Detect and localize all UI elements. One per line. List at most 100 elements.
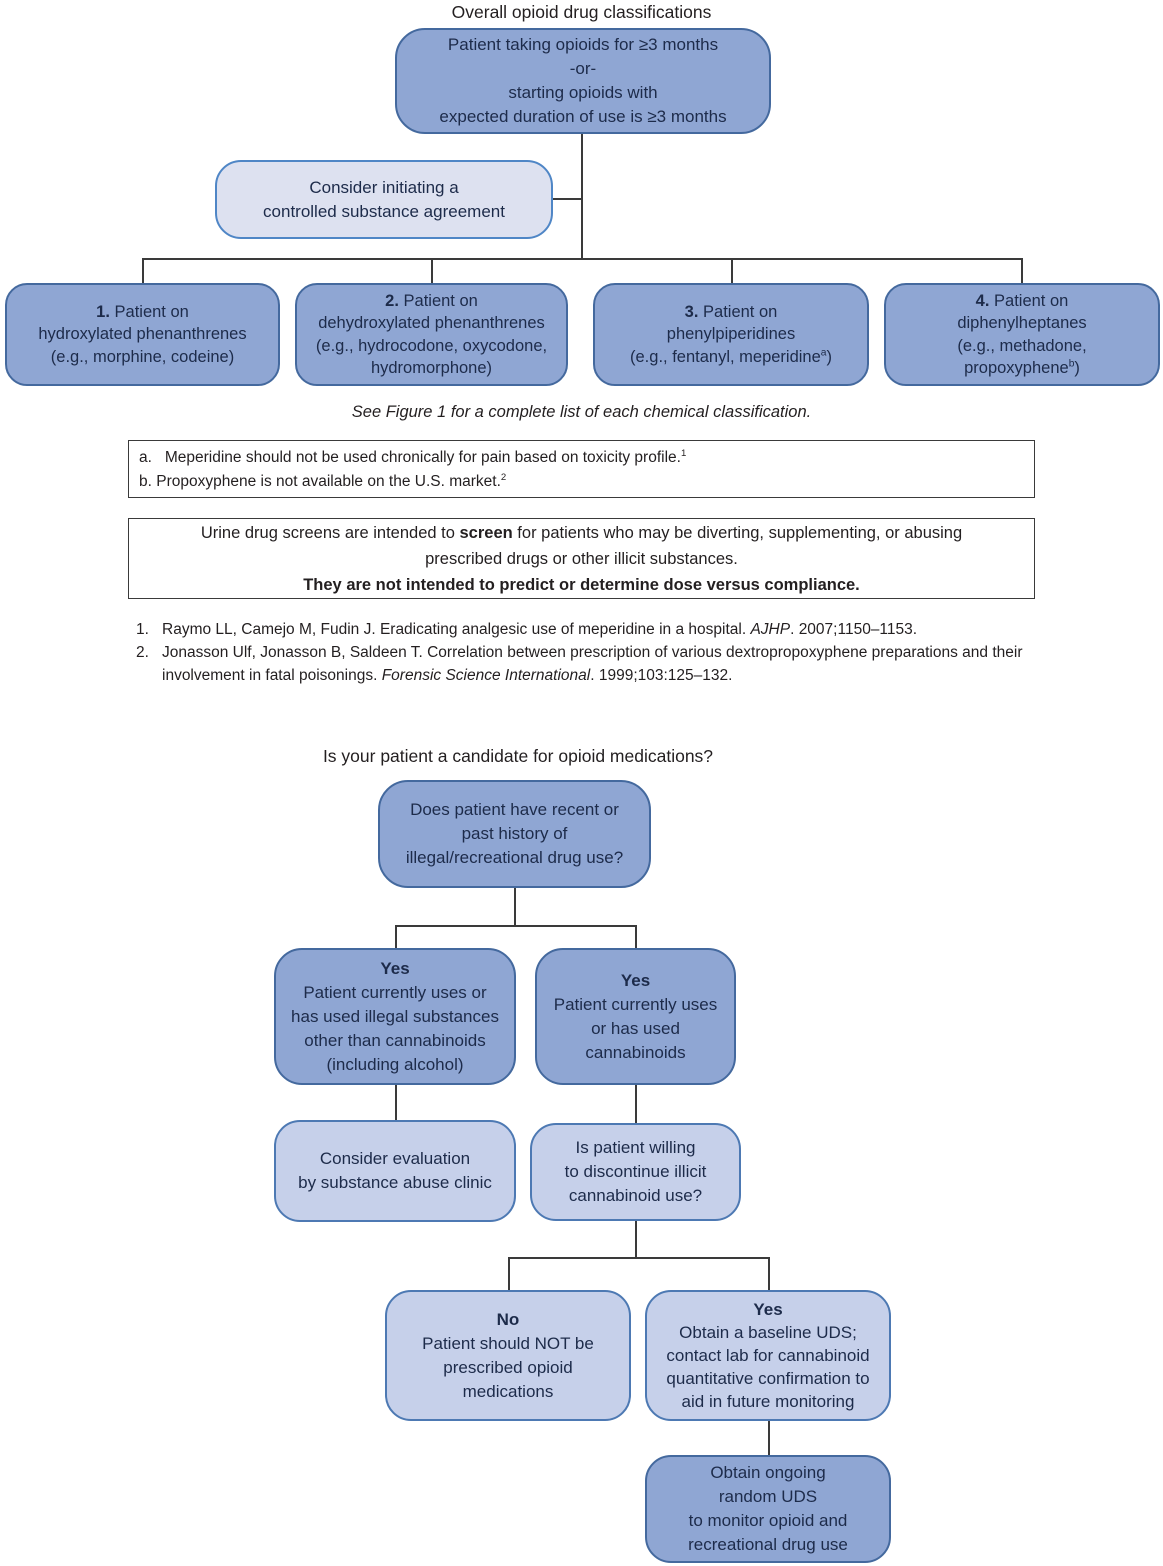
baseline-uds-box: Yes Obtain a baseline UDS; contact lab f…: [645, 1290, 891, 1421]
connector-drop-3: [731, 258, 733, 284]
substance-abuse-eval-line: Consider evaluation: [319, 1149, 471, 1168]
reference-text: Raymo LL, Camejo M, Fudin J. Eradicating…: [162, 618, 1056, 641]
reference-pages: . 2007;1150–1153.: [790, 621, 918, 638]
class-number: 4.: [975, 291, 990, 310]
history-question-line: illegal/recreational drug use?: [405, 848, 624, 867]
footnote-b: b. Propoxyphene is not available on the …: [139, 470, 1024, 494]
reference-text: Jonasson Ulf, Jonasson B, Saldeen T. Cor…: [162, 641, 1056, 687]
yes-cannabinoid-line: or has used: [591, 1018, 680, 1038]
substance-abuse-eval-line: by substance abuse clinic: [298, 1173, 492, 1192]
footnote-a-ref: 1: [680, 447, 687, 459]
class-text: ): [1074, 359, 1080, 377]
csa-box-line: Consider initiating a: [309, 177, 459, 197]
connector-csa: [553, 198, 582, 200]
uds-note-bold: screen: [459, 523, 513, 542]
class-number: 1.: [96, 302, 110, 321]
connector-eval-drop: [395, 1085, 397, 1120]
class-box-line: 3. Patient on: [685, 301, 778, 324]
class-text: Patient on: [698, 302, 778, 321]
footnote-marker: b: [1068, 358, 1075, 370]
class-box-line: propoxypheneb): [964, 357, 1080, 380]
baseline-uds-line: quantitative confirmation to: [666, 1369, 870, 1388]
ongoing-uds-line: random UDS: [718, 1487, 818, 1506]
uds-note-text: for patients who may be diverting, suppl…: [512, 523, 963, 542]
ongoing-uds-line: to monitor opioid and: [688, 1511, 848, 1530]
class-box-line: diphenylheptanes: [957, 314, 1087, 332]
footnote-marker: a: [820, 347, 827, 359]
baseline-uds-line: Obtain a baseline UDS;: [679, 1323, 857, 1342]
class-box-1: 1. Patient on hydroxylated phenanthrenes…: [5, 283, 280, 386]
class-box-line: phenylpiperidines: [666, 325, 796, 344]
root-box-line: starting opioids with: [508, 83, 658, 102]
reference-number: 2.: [136, 644, 149, 661]
willing-question-box: Is patient willing to discontinue illici…: [530, 1123, 741, 1221]
class-box-line: 2. Patient on: [385, 290, 478, 313]
class-box-2: 2. Patient on dehydroxylated phenanthren…: [295, 283, 568, 386]
yes-illegal-line: has used illegal substances: [291, 1006, 499, 1026]
connector-willing-down: [635, 1221, 637, 1257]
uds-note-line-3: They are not intended to predict or dete…: [303, 575, 860, 594]
connector-root-down: [581, 134, 583, 259]
class-text: ): [826, 347, 832, 366]
yes-cannabinoid-line: Patient currently uses: [553, 994, 718, 1014]
yes-cannabinoid-line: cannabinoids: [585, 1042, 686, 1062]
connector-branch-bar: [142, 258, 1023, 260]
root-box-line: expected duration of use is ≥3 months: [439, 107, 727, 126]
class-box-line: (e.g., hydrocodone, oxycodone,: [315, 336, 548, 355]
root-box-line: Patient taking opioids for ≥3 months: [447, 35, 719, 54]
see-figure-note: See Figure 1 for a complete list of each…: [351, 403, 812, 421]
yes-illegal-line: other than cannabinoids: [304, 1030, 486, 1050]
connector-drop-1: [142, 258, 144, 284]
history-question-line: Does patient have recent or: [410, 800, 619, 819]
yes-cannabinoid-box: Yes Patient currently uses or has used c…: [535, 948, 736, 1085]
no-opioids-box: No Patient should NOT be prescribed opio…: [385, 1290, 631, 1421]
footnote-a: a. Meperidine should not be used chronic…: [139, 446, 1024, 470]
class-text: Patient on: [989, 291, 1069, 310]
footnote-box: a. Meperidine should not be used chronic…: [128, 440, 1035, 498]
ongoing-uds-box: Obtain ongoing random UDS to monitor opi…: [645, 1455, 891, 1563]
connector-drop-2: [431, 258, 433, 284]
class-box-line: (e.g., fentanyl, meperidinea): [630, 346, 832, 369]
connector-yes-left-drop: [395, 925, 397, 948]
yes-illegal-line: Patient currently uses or: [303, 982, 487, 1002]
root-box: Patient taking opioids for ≥3 months -or…: [395, 28, 771, 134]
yes-cannabinoid-head: Yes: [620, 970, 651, 990]
journal-name: AJHP: [750, 621, 791, 638]
willing-question-line: to discontinue illicit: [564, 1162, 707, 1181]
connector-willing-drop: [635, 1085, 637, 1123]
connector-noyes-bar: [508, 1257, 769, 1259]
class-box-line: 1. Patient on: [96, 301, 189, 324]
connector-yes-right-drop: [635, 925, 637, 948]
connector-no-drop: [508, 1257, 510, 1290]
csa-box-line: controlled substance agreement: [263, 201, 505, 221]
history-question-line: past history of: [461, 824, 568, 843]
willing-question-line: Is patient willing: [575, 1138, 696, 1157]
chart2-title: Is your patient a candidate for opioid m…: [322, 746, 714, 766]
class-number: 2.: [385, 291, 399, 310]
connector-yes-bar: [395, 925, 636, 927]
no-opioids-line: Patient should NOT be: [422, 1333, 594, 1353]
substance-abuse-eval-box: Consider evaluation by substance abuse c…: [274, 1120, 516, 1222]
class-box-line: dehydroxylated phenanthrenes: [318, 314, 545, 332]
no-opioids-line: medications: [462, 1381, 554, 1401]
uds-note-text: Urine drug screens are intended to: [200, 523, 460, 542]
reference-1: 1. Raymo LL, Camejo M, Fudin J. Eradicat…: [136, 618, 1056, 641]
ongoing-uds-line: recreational drug use: [688, 1535, 848, 1554]
class-box-line: 4. Patient on: [976, 290, 1069, 313]
class-box-line: (e.g., morphine, codeine): [50, 347, 235, 366]
reference-pages: . 1999;103:125–132.: [590, 667, 733, 684]
ongoing-uds-line: Obtain ongoing: [710, 1463, 826, 1482]
reference-2: 2. Jonasson Ulf, Jonasson B, Saldeen T. …: [136, 641, 1056, 687]
csa-box: Consider initiating a controlled substan…: [215, 160, 553, 239]
class-box-line: hydromorphone): [370, 359, 493, 377]
chart1-title: Overall opioid drug classifications: [451, 2, 712, 22]
class-box-4: 4. Patient on diphenylheptanes (e.g., me…: [884, 283, 1160, 386]
history-question-box: Does patient have recent or past history…: [378, 780, 651, 888]
uds-note-box: Urine drug screens are intended to scree…: [128, 518, 1035, 599]
connector-q1-down: [514, 888, 516, 926]
reference-number: 1.: [136, 621, 149, 638]
class-box-line: hydroxylated phenanthrenes: [38, 325, 247, 344]
footnote-a-text: a. Meperidine should not be used chronic…: [139, 449, 681, 466]
no-opioids-line: prescribed opioid: [443, 1357, 573, 1377]
class-text: Patient on: [109, 302, 189, 321]
